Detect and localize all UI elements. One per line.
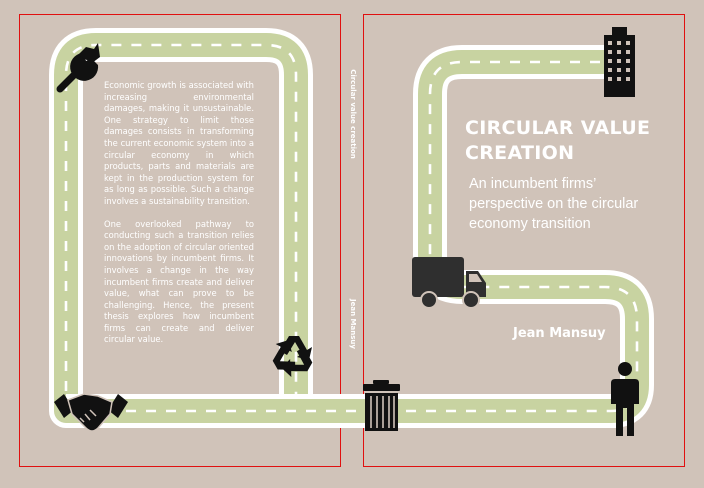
blurb-paragraph: One overlooked pathway to conducting suc… — [104, 218, 254, 345]
handshake-icon — [54, 393, 128, 432]
back-cover-blurb: Economic growth is associated with incre… — [104, 80, 254, 357]
spine-title: Circular value creation — [349, 69, 357, 159]
cover-author: Jean Mansuy — [513, 326, 606, 341]
cover-title: CIRCULAR VALUE CREATION — [465, 117, 651, 164]
front-cover-trim-guide — [363, 14, 685, 467]
truck-icon — [412, 257, 486, 309]
front-cover-road — [413, 45, 654, 428]
blurb-paragraph: Economic growth is associated with incre… — [104, 80, 254, 206]
spine-author: Jean Mansuy — [349, 299, 357, 349]
back-cover-trim-guide — [19, 14, 341, 467]
back-cover-road — [49, 28, 313, 428]
wrench-icon — [56, 43, 100, 93]
recycle-icon — [272, 336, 313, 377]
building-icon — [604, 27, 635, 97]
person-icon — [611, 362, 639, 436]
trash-bin-icon — [363, 380, 400, 431]
cover-subtitle: An incumbent firms’ perspective on the c… — [469, 176, 639, 232]
